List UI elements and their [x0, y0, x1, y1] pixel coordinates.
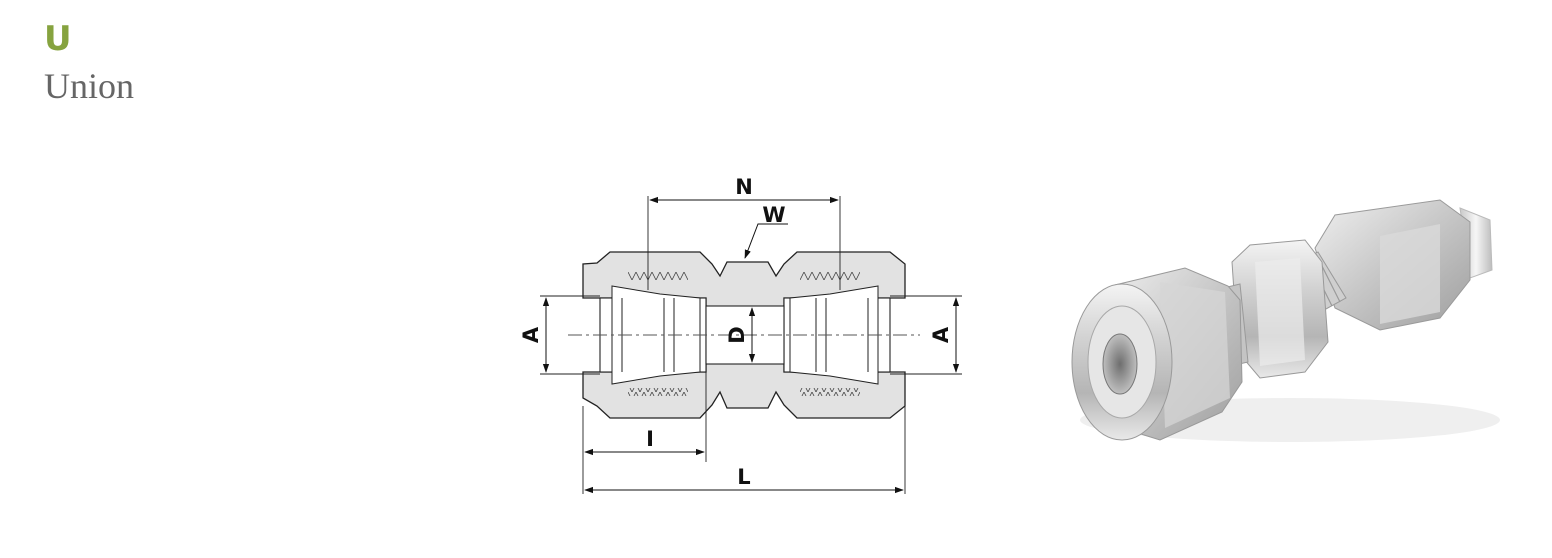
- dim-label-d: D: [725, 326, 749, 343]
- thread-top-right: [800, 272, 860, 280]
- thread-top-left: [628, 272, 688, 280]
- thread-bottom-left: [628, 388, 688, 396]
- technical-drawing: N W A A D I L: [519, 175, 962, 494]
- union-fitting-photo: [1071, 199, 1500, 442]
- dim-label-i: I: [646, 427, 654, 451]
- dim-label-a-left: A: [519, 326, 543, 343]
- dim-label-n: N: [735, 175, 753, 199]
- bore-opening: [1102, 333, 1138, 395]
- right-ferrule: [789, 285, 879, 385]
- page-title: Union: [44, 66, 134, 106]
- dim-label-l: L: [737, 465, 750, 489]
- dim-label-w: W: [762, 203, 785, 227]
- category-badge: U: [44, 19, 72, 59]
- dim-label-a-right: A: [929, 326, 953, 343]
- dim-leader-w: [744, 223, 788, 259]
- thread-bottom-right: [800, 388, 860, 396]
